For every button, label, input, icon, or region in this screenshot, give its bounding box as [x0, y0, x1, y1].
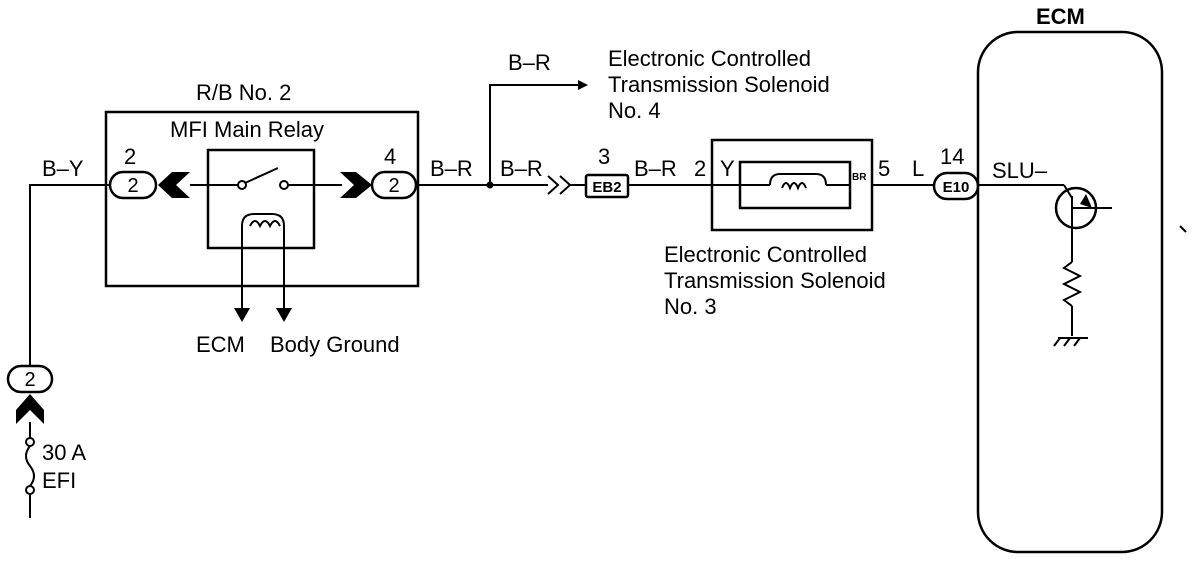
e10-pin: 14 [940, 144, 964, 169]
eb2-connector-label: EB2 [592, 179, 621, 196]
edge-tick [1179, 225, 1187, 233]
ground-symbol [1053, 337, 1088, 347]
eb2-pin: 3 [598, 144, 610, 169]
sol3-pin-in: 2 [694, 156, 706, 181]
relay-output-ground: Body Ground [270, 332, 400, 357]
sol3-pin-out: 5 [878, 156, 890, 181]
relay-output-ecm: ECM [196, 332, 245, 357]
rb-right-chevron [340, 172, 372, 198]
wire-slu-label: SLU– [992, 158, 1048, 183]
wire-br-c-label: B–R [634, 156, 677, 181]
rb-left-connector-label: 2 [127, 175, 138, 197]
relay-name: MFI Main Relay [170, 117, 324, 142]
relay-block-box [104, 110, 420, 288]
sol4-label-1: Electronic Controlled [608, 46, 811, 71]
relay-inner-box [206, 148, 316, 250]
e10-connector-label: E10 [943, 179, 970, 196]
transistor-symbol [1054, 184, 1112, 238]
wire-br-a-label: B–R [430, 156, 473, 181]
sol3-term-in: Y [720, 156, 735, 181]
sol3-label-1: Electronic Controlled [664, 242, 867, 267]
wire-l-label: L [912, 156, 924, 181]
relay-block-title: R/B No. 2 [196, 80, 291, 105]
solenoid3-coil [740, 173, 850, 191]
wire-br-b-label: B–R [500, 156, 543, 181]
rb-left-chevron [158, 172, 190, 198]
relay-ground-arrow [276, 308, 292, 322]
eb2-chevron [547, 175, 586, 195]
sol3-term-out: BR [852, 172, 867, 183]
sol4-label-2: Transmission Solenoid [608, 72, 830, 97]
fuse-rating: 30 A [42, 440, 86, 465]
wire-br-top [489, 80, 588, 185]
relay-coil [241, 213, 285, 320]
fuse-connector-chevron [16, 394, 44, 424]
fuse-connector-label: 2 [24, 369, 35, 391]
sol4-label-3: No. 4 [608, 98, 661, 123]
rb-right-connector-label: 2 [388, 175, 399, 197]
sol3-label-2: Transmission Solenoid [664, 268, 886, 293]
sol3-label-3: No. 3 [664, 294, 717, 319]
fuse-symbol [25, 437, 35, 518]
fuse-name: EFI [42, 468, 76, 493]
rb-left-pin: 2 [124, 144, 136, 169]
ecm-title: ECM [1036, 4, 1085, 29]
ecm-module-box [976, 30, 1164, 554]
rb-right-pin: 4 [384, 144, 396, 169]
relay-ecm-arrow [234, 308, 250, 322]
fuse-connector [6, 364, 54, 394]
wire-by [29, 184, 110, 366]
wire-br-top-label: B–R [508, 50, 551, 75]
wire-by-label: B–Y [42, 156, 84, 181]
relay-switch [190, 167, 342, 190]
resistor-symbol [1061, 238, 1083, 336]
